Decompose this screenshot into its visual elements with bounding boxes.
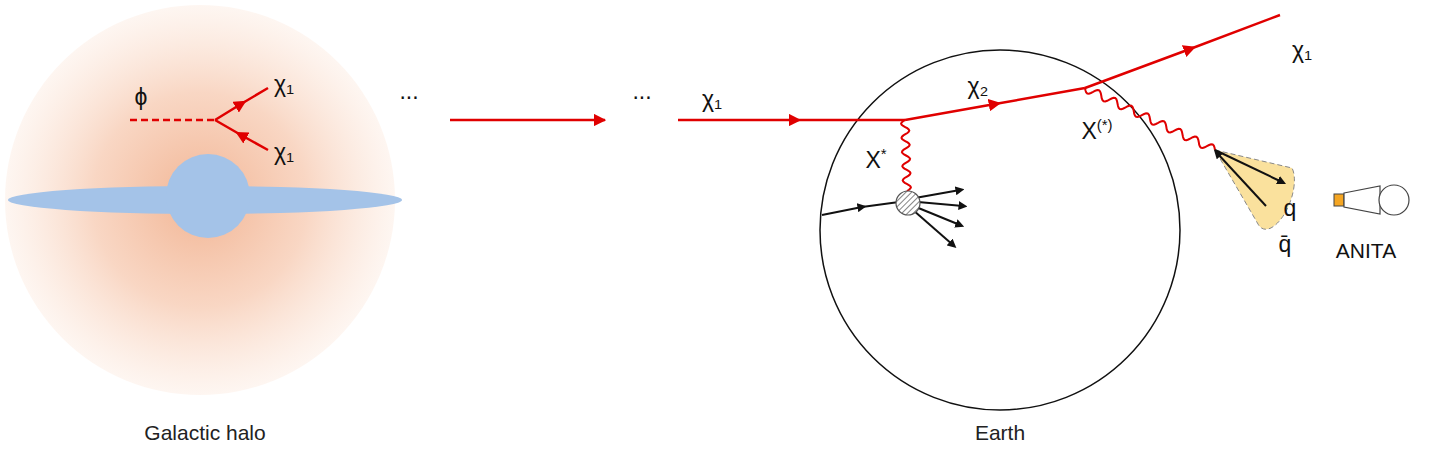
particle-symbol: χ₁ bbox=[702, 88, 722, 111]
particle-symbol: χ₂ bbox=[967, 75, 988, 98]
earth-circle bbox=[820, 50, 1180, 410]
galactic-bulge bbox=[166, 154, 250, 238]
nucleon-line bbox=[822, 202, 899, 215]
jet-cone bbox=[1215, 150, 1294, 229]
particle-symbol: χ₁ bbox=[274, 141, 294, 164]
region-label: Earth bbox=[810, 421, 1190, 445]
particle-symbol: q bbox=[1284, 197, 1297, 220]
phi-line bbox=[130, 119, 215, 122]
chi-line bbox=[215, 88, 268, 120]
chi-line bbox=[1085, 15, 1280, 88]
chi-line bbox=[905, 88, 1085, 120]
particle-symbol: χ₁ bbox=[274, 73, 294, 96]
quark-line bbox=[1215, 150, 1282, 182]
region-node: Galactic halo bbox=[0, 0, 410, 445]
hadron-line bbox=[918, 202, 963, 206]
particle-symbol: χ₁ bbox=[1292, 39, 1312, 62]
hadron-line bbox=[913, 210, 953, 245]
hadron-line bbox=[915, 190, 960, 198]
mediator-wave bbox=[901, 120, 911, 191]
chi-line bbox=[215, 120, 268, 150]
anita-detector bbox=[1334, 185, 1409, 215]
region-node: Earth bbox=[810, 40, 1190, 445]
particle-symbol: q̄ bbox=[1279, 233, 1292, 256]
ellipsis: ... bbox=[399, 80, 418, 103]
nucleon-blob bbox=[896, 191, 920, 215]
particle-symbol: X(*) bbox=[1081, 120, 1112, 143]
ellipsis: ... bbox=[632, 80, 651, 103]
particle-symbol: X* bbox=[865, 149, 886, 172]
travel-arrow bbox=[450, 119, 605, 122]
region-label: Galactic halo bbox=[0, 421, 410, 445]
chi-line bbox=[678, 119, 905, 122]
mediator-wave bbox=[1085, 88, 1215, 150]
hadron-line bbox=[916, 207, 960, 225]
particle-symbol: ϕ bbox=[135, 86, 148, 109]
detector-name: ANITA bbox=[1336, 240, 1396, 261]
antiquark-line bbox=[1217, 153, 1266, 206]
